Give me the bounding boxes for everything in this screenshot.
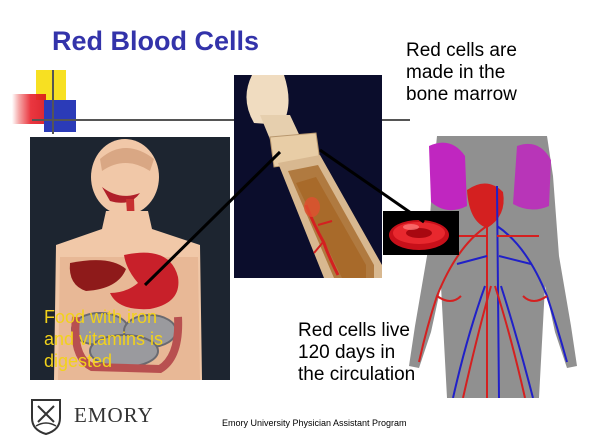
emory-shield-icon bbox=[30, 398, 62, 436]
caption-line: Red cells live bbox=[298, 320, 448, 342]
caption-line: the circulation bbox=[298, 364, 448, 386]
caption-line: digested bbox=[44, 350, 214, 372]
footer-program-name: Emory University Physician Assistant Pro… bbox=[222, 418, 407, 428]
circulation-caption: Red cells live 120 days in the circulati… bbox=[298, 320, 448, 386]
caption-line: Food with iron bbox=[44, 306, 214, 328]
caption-line: 120 days in bbox=[298, 342, 448, 364]
caption-line: and vitamins is bbox=[44, 328, 214, 350]
digestion-caption: Food with iron and vitamins is digested bbox=[44, 306, 214, 372]
emory-logo-text: EMORY bbox=[74, 403, 154, 428]
